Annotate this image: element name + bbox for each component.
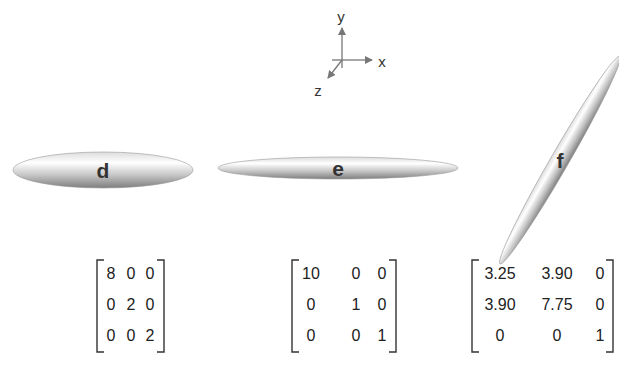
matrix-cell: 0 (596, 266, 605, 282)
matrix-cell: 3.25 (484, 266, 515, 282)
matrix-cell: 1 (378, 328, 387, 344)
matrix-cell: 0 (596, 297, 605, 313)
matrix-cell: 0 (352, 328, 361, 344)
matrix-cell: 0 (553, 328, 562, 344)
matrix-cell: 10 (302, 266, 320, 282)
axis-label: x (378, 54, 386, 69)
axis-triad (328, 28, 372, 78)
matrix-cell: 8 (107, 266, 116, 282)
matrix-cell: 7.75 (541, 297, 572, 313)
matrix-cell: 0 (127, 328, 136, 344)
matrix-brackets (97, 260, 613, 352)
axis-label: y (337, 9, 345, 24)
matrix-cell: 3.90 (541, 266, 572, 282)
matrix-cell: 2 (146, 328, 155, 344)
matrix-cell: 0 (378, 297, 387, 313)
matrix-cell: 0 (496, 328, 505, 344)
matrix-cell: 0 (307, 297, 316, 313)
matrix-cell: 0 (352, 266, 361, 282)
matrix-cell: 0 (107, 328, 116, 344)
axis-label: z (314, 83, 322, 98)
matrix-cell: 1 (596, 328, 605, 344)
matrix-cell: 1 (352, 297, 361, 313)
matrix-cell: 0 (307, 328, 316, 344)
ellipsoid-label: e (332, 158, 344, 179)
ellipsoid: e (216, 155, 460, 181)
matrix-cell: 0 (146, 266, 155, 282)
matrix-cell: 0 (378, 266, 387, 282)
matrix-cell: 3.90 (484, 297, 515, 313)
matrix-cell: 0 (107, 297, 116, 313)
ellipsoid-label: f (557, 150, 564, 171)
matrix-cell: 2 (127, 297, 136, 313)
ellipsoid-label: d (97, 160, 110, 181)
matrix-cell: 0 (146, 297, 155, 313)
matrix-cell: 0 (127, 266, 136, 282)
ellipsoid: f (497, 52, 619, 268)
ellipsoid: d (12, 150, 194, 190)
